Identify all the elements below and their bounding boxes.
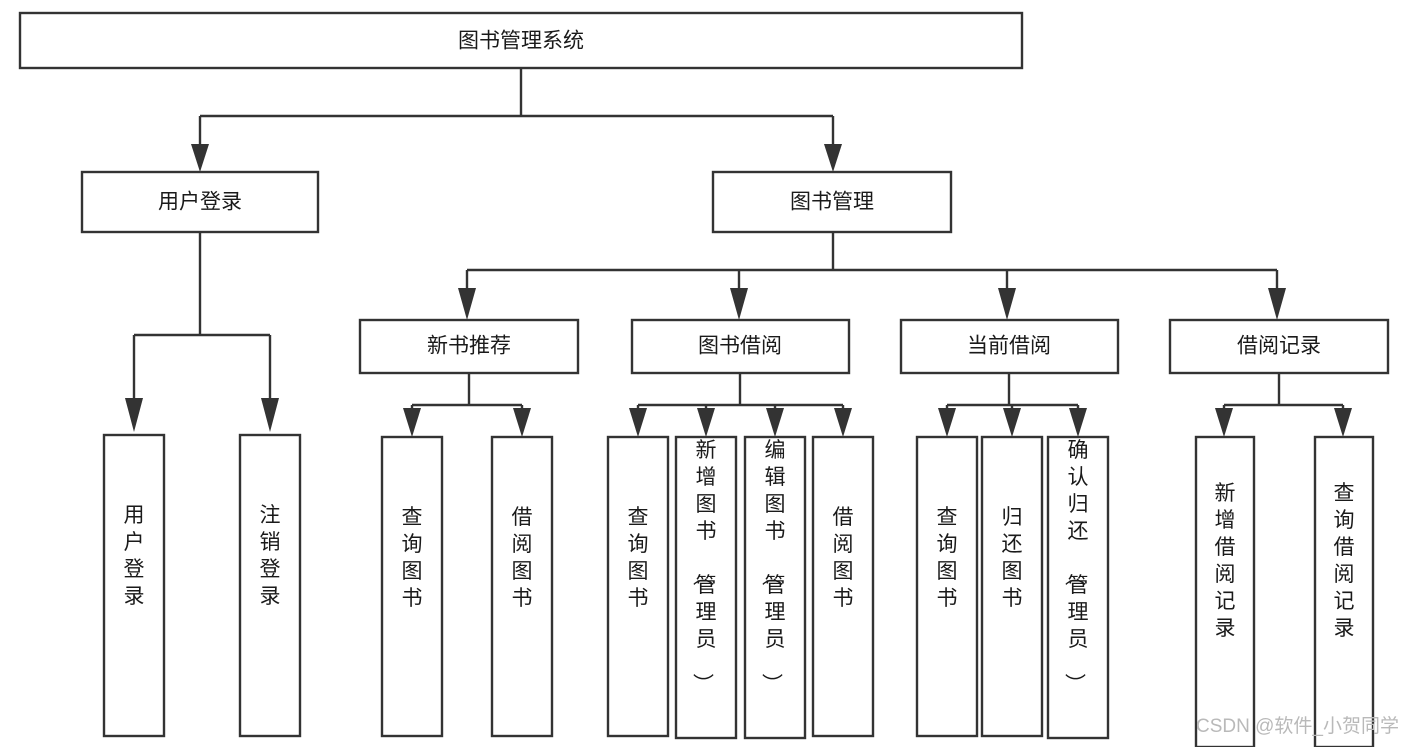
leaf-record-add-record-box[interactable] bbox=[1194, 435, 1256, 747]
leaf-recommend-borrow-book-box[interactable] bbox=[490, 435, 554, 738]
node-layer: 图书管理系统 用户登录 图书管理 新书推荐 图书借阅 bbox=[18, 11, 1390, 747]
leaf-user-login-login-box[interactable] bbox=[102, 433, 166, 738]
leaf-current-confirm-return-label: 确认归还（管理员） bbox=[1063, 439, 1089, 694]
leaf-borrow-query-book-label: 查询图书 bbox=[628, 506, 649, 610]
leaf-recommend-query-book[interactable]: 查询图书 bbox=[380, 435, 444, 738]
node-borrow-record-label: 借阅记录 bbox=[1237, 335, 1321, 358]
node-borrow-record[interactable]: 借阅记录 bbox=[1168, 318, 1390, 375]
node-current-borrow-label: 当前借阅 bbox=[967, 335, 1051, 358]
leaf-user-login-logout-label: 注销登录 bbox=[260, 504, 281, 608]
node-book-borrow-label: 图书借阅 bbox=[698, 335, 782, 358]
node-user-login[interactable]: 用户登录 bbox=[80, 170, 320, 234]
arrow-head-borrow-record bbox=[1268, 288, 1286, 320]
node-book-management-label: 图书管理 bbox=[790, 191, 874, 214]
node-root-label: 图书管理系统 bbox=[458, 30, 584, 53]
leaf-current-query-book[interactable]: 查询图书 bbox=[915, 435, 979, 738]
leaf-recommend-query-book-box[interactable] bbox=[380, 435, 444, 738]
leaf-record-add-record[interactable]: 新增借阅记录 bbox=[1194, 435, 1256, 747]
leaf-record-query-record-box[interactable] bbox=[1313, 435, 1375, 747]
arrow-head-current-return bbox=[1003, 408, 1021, 437]
leaf-current-return-book-box[interactable] bbox=[980, 435, 1044, 738]
connector-layer bbox=[125, 68, 1352, 437]
leaf-borrow-lend-book[interactable]: 借阅图书 bbox=[811, 435, 875, 738]
leaf-borrow-query-book-box[interactable] bbox=[606, 435, 670, 738]
node-new-book-recommend-label: 新书推荐 bbox=[427, 335, 511, 358]
leaf-user-login-login-label: 用户登录 bbox=[124, 504, 145, 608]
arrow-head-recommend-borrow bbox=[513, 408, 531, 437]
node-book-management[interactable]: 图书管理 bbox=[711, 170, 953, 234]
arrow-head-user-login-leaf bbox=[125, 398, 143, 432]
leaf-user-login-login[interactable]: 用户登录 bbox=[102, 433, 166, 738]
leaf-current-return-book[interactable]: 归还图书 bbox=[980, 435, 1044, 738]
leaf-user-login-logout-box[interactable] bbox=[238, 433, 302, 738]
leaf-current-confirm-return-box[interactable] bbox=[1046, 435, 1110, 740]
leaf-borrow-add-book-label: 新增图书（管理员） bbox=[691, 439, 717, 694]
arrow-head-borrow-lend bbox=[834, 408, 852, 437]
arrow-head-current-borrow bbox=[998, 288, 1016, 320]
leaf-borrow-lend-book-label: 借阅图书 bbox=[833, 506, 854, 610]
arrow-head-recommend-query bbox=[403, 408, 421, 437]
node-root[interactable]: 图书管理系统 bbox=[18, 11, 1024, 70]
node-user-login-label: 用户登录 bbox=[158, 191, 242, 214]
leaf-recommend-borrow-book-label: 借阅图书 bbox=[512, 506, 533, 610]
leaf-current-confirm-return[interactable]: 确认归还（管理员） bbox=[1046, 435, 1110, 740]
watermark-label: CSDN @软件_小贺同学 bbox=[1196, 715, 1399, 737]
leaf-current-query-book-box[interactable] bbox=[915, 435, 979, 738]
node-book-borrow[interactable]: 图书借阅 bbox=[630, 318, 851, 375]
node-user-login-box[interactable] bbox=[80, 170, 320, 234]
arrow-head-book-borrow bbox=[730, 288, 748, 320]
leaf-record-add-record-label: 新增借阅记录 bbox=[1215, 482, 1236, 640]
leaf-current-query-book-label: 查询图书 bbox=[937, 506, 958, 610]
leaf-borrow-lend-book-box[interactable] bbox=[811, 435, 875, 738]
node-book-management-box[interactable] bbox=[711, 170, 953, 234]
arrow-head-record-add bbox=[1215, 408, 1233, 437]
leaf-borrow-edit-book-label: 编辑图书（管理员） bbox=[760, 439, 786, 694]
leaf-borrow-add-book-box[interactable] bbox=[674, 435, 738, 740]
leaf-recommend-borrow-book[interactable]: 借阅图书 bbox=[490, 435, 554, 738]
node-root-box[interactable] bbox=[18, 11, 1024, 70]
arrow-head-logout-leaf bbox=[261, 398, 279, 432]
leaf-current-return-book-label: 归还图书 bbox=[1002, 506, 1023, 610]
leaf-record-query-record[interactable]: 查询借阅记录 bbox=[1313, 435, 1375, 747]
arrow-head-borrow-edit bbox=[766, 408, 784, 437]
leaf-user-login-logout[interactable]: 注销登录 bbox=[238, 433, 302, 738]
arrow-head-new-book-recommend bbox=[458, 288, 476, 320]
arrow-head-current-confirm bbox=[1069, 408, 1087, 437]
node-new-book-recommend-box[interactable] bbox=[358, 318, 580, 375]
leaf-borrow-query-book[interactable]: 查询图书 bbox=[606, 435, 670, 738]
arrow-head-borrow-query bbox=[629, 408, 647, 437]
leaf-borrow-add-book[interactable]: 新增图书（管理员） bbox=[674, 435, 738, 740]
node-current-borrow-box[interactable] bbox=[899, 318, 1120, 375]
arrow-head-borrow-add bbox=[697, 408, 715, 437]
node-current-borrow[interactable]: 当前借阅 bbox=[899, 318, 1120, 375]
leaf-borrow-edit-book[interactable]: 编辑图书（管理员） bbox=[743, 435, 807, 740]
leaf-borrow-edit-book-box[interactable] bbox=[743, 435, 807, 740]
node-new-book-recommend[interactable]: 新书推荐 bbox=[358, 318, 580, 375]
arrow-head-current-query bbox=[938, 408, 956, 437]
leaf-recommend-query-book-label: 查询图书 bbox=[402, 506, 423, 610]
arrow-head-user-login bbox=[191, 144, 209, 172]
node-book-borrow-box[interactable] bbox=[630, 318, 851, 375]
arrow-head-book-mgmt bbox=[824, 144, 842, 172]
arrow-head-record-query bbox=[1334, 408, 1352, 437]
node-borrow-record-box[interactable] bbox=[1168, 318, 1390, 375]
leaf-record-query-record-label: 查询借阅记录 bbox=[1334, 482, 1355, 640]
